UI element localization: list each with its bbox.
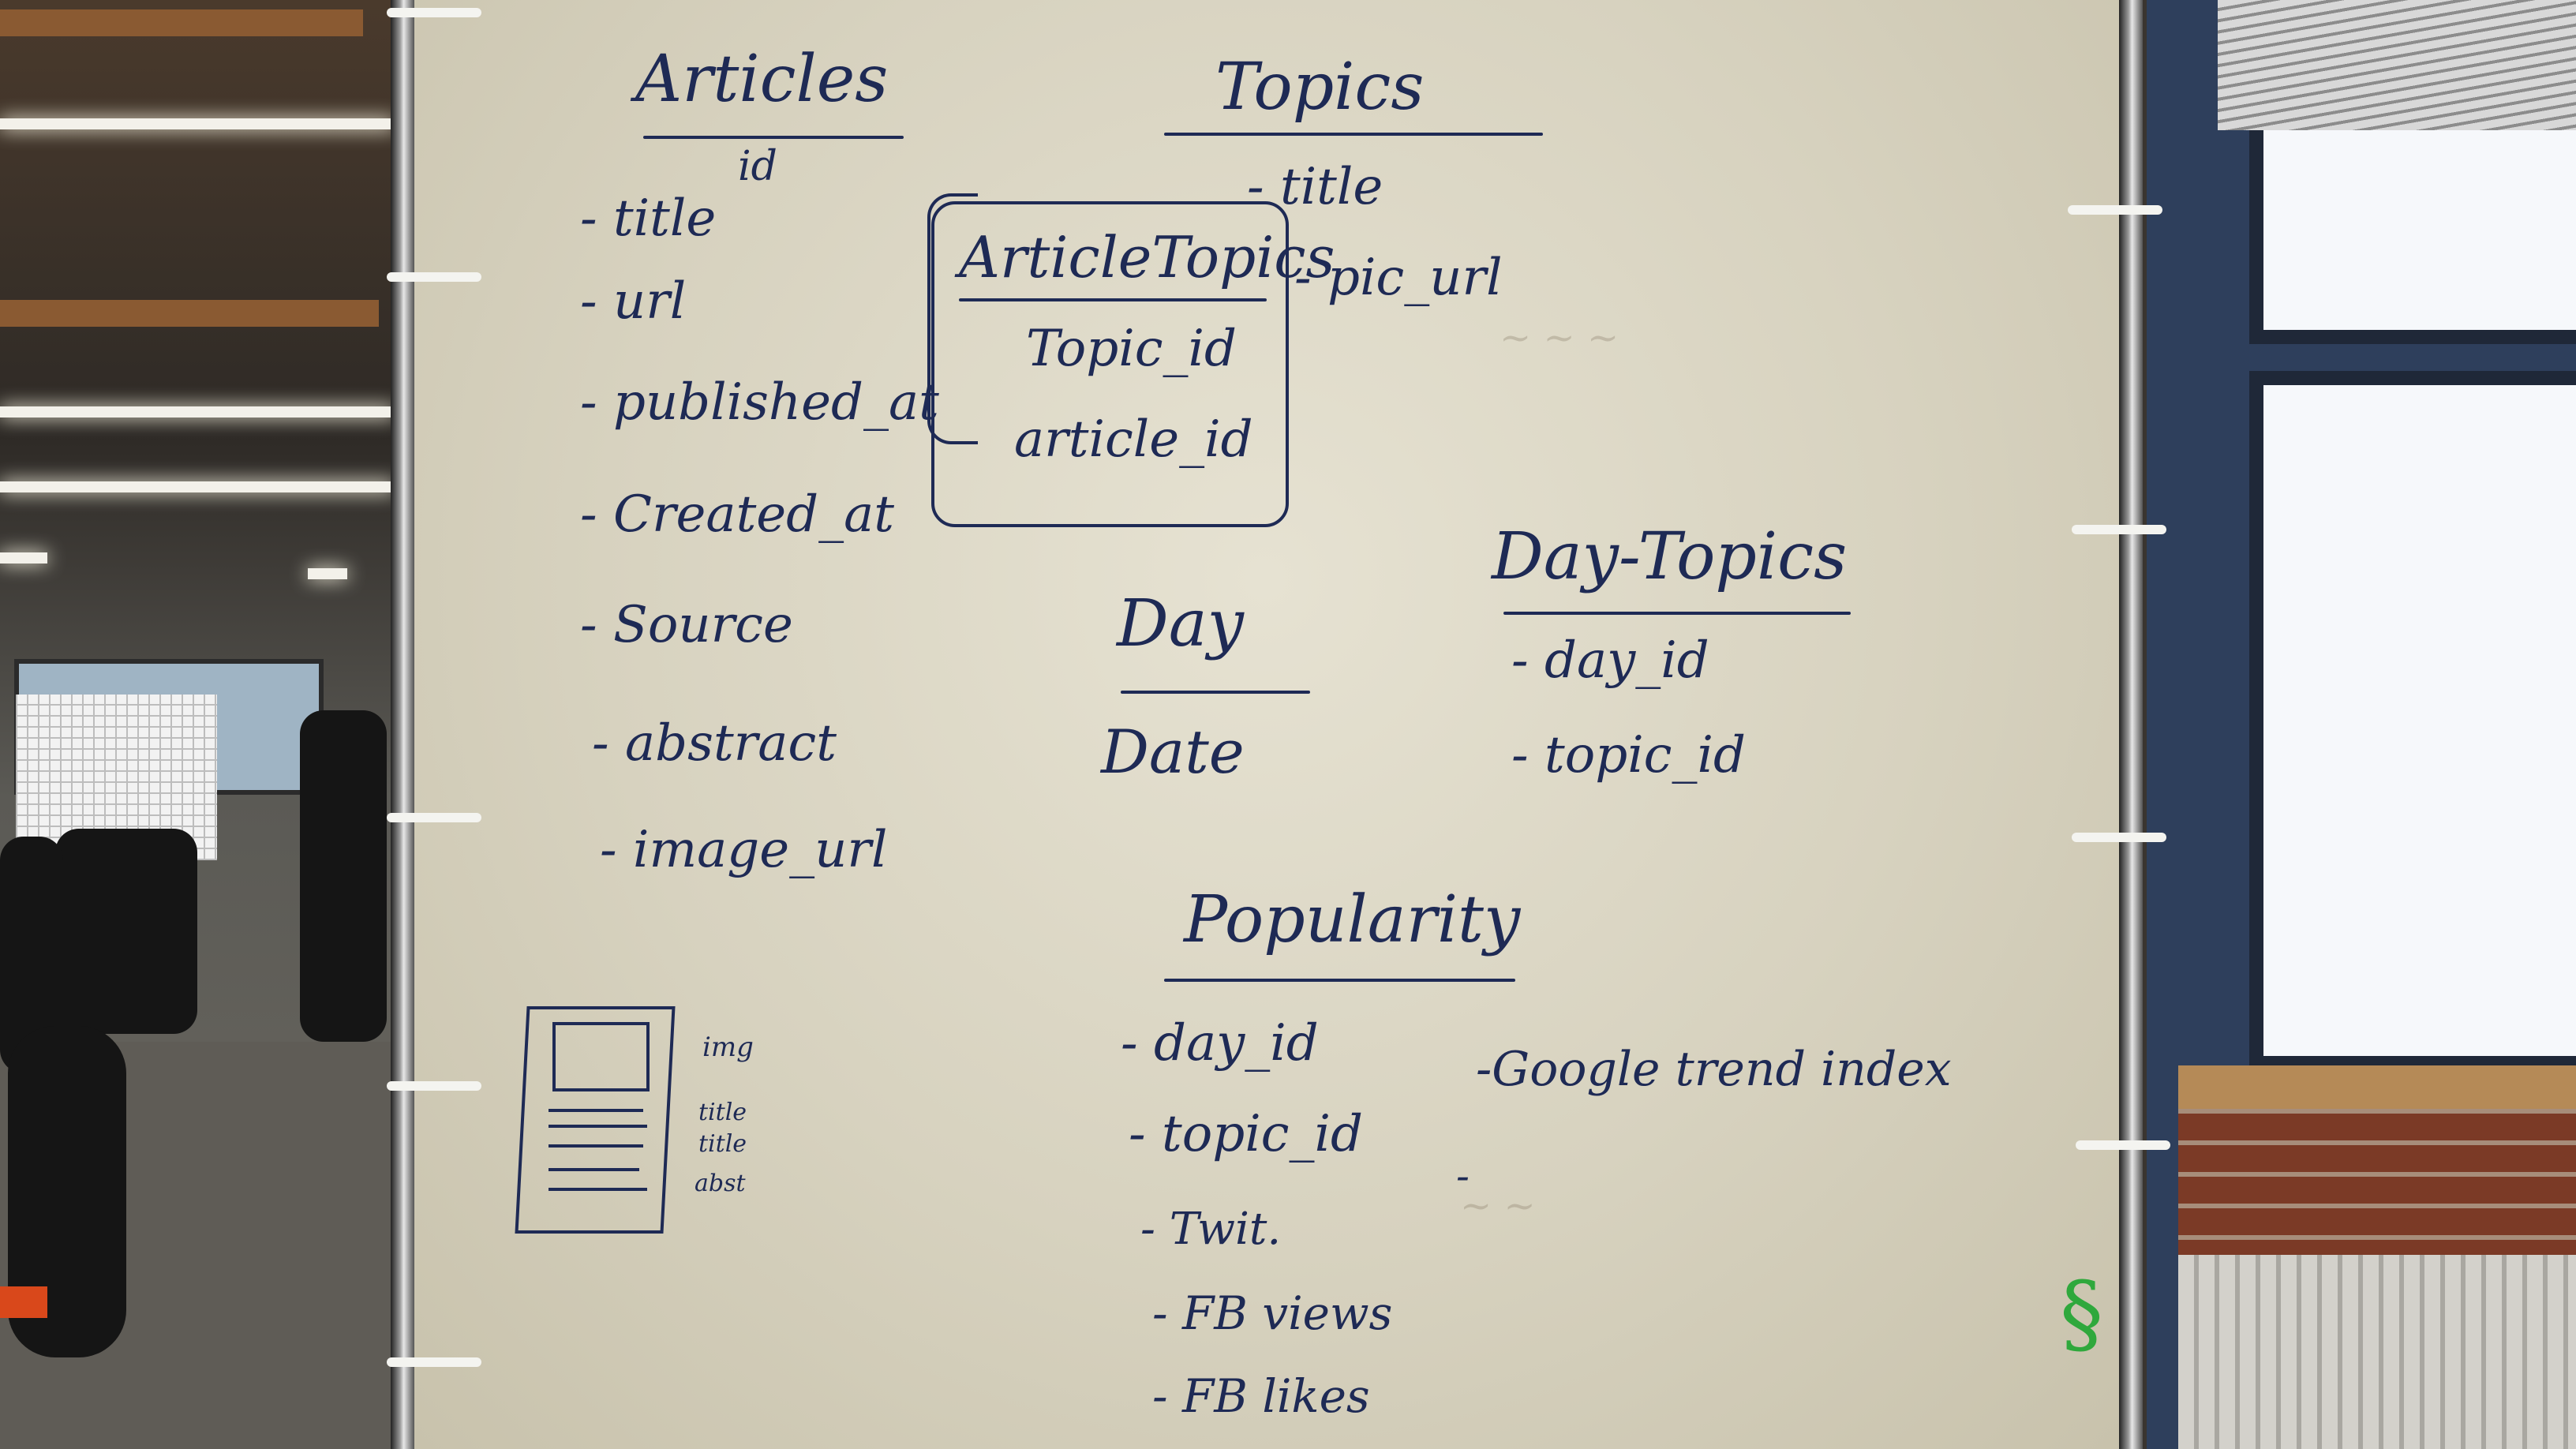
article-topics-field: Topic_id <box>1026 320 1237 378</box>
topics-underline <box>1164 133 1543 136</box>
day-underline <box>1121 691 1310 694</box>
topics-title: Topics <box>1215 50 1425 125</box>
office-chair <box>55 829 197 1034</box>
orange-object <box>0 1286 47 1318</box>
sketch-line <box>549 1168 639 1171</box>
articles-title: Articles <box>635 42 889 117</box>
popularity-field: - FB likes <box>1152 1369 1370 1423</box>
day-topics-field: - day_id <box>1511 631 1709 690</box>
ceiling-beam <box>0 300 379 327</box>
sketch-label: img <box>702 1032 754 1063</box>
whiteboard-binder-clip-icon <box>2072 525 2166 534</box>
sketch-line <box>549 1144 643 1148</box>
window-blinds <box>2218 0 2576 130</box>
whiteboard-left-pole <box>391 0 414 1449</box>
whiteboard-binder-clip-icon <box>2076 1140 2170 1150</box>
whiteboard-binder-clip-icon <box>387 1357 481 1367</box>
sketch-line <box>549 1125 647 1128</box>
popularity-title: Popularity <box>1184 882 1521 957</box>
erased-writing: ~ ~ <box>1460 1184 1536 1228</box>
whiteboard-right-pole <box>2119 0 2143 1449</box>
ceiling-light <box>0 118 395 129</box>
whiteboard-binder-clip-icon <box>387 1081 481 1091</box>
sketch-line <box>549 1109 643 1112</box>
article-topics-bracket <box>927 193 978 444</box>
popularity-underline <box>1164 979 1515 982</box>
articles-field: - image_url <box>600 821 888 879</box>
person-silhouette <box>300 710 387 1042</box>
brick-wall <box>2178 1109 2576 1267</box>
whiteboard <box>410 0 2124 1449</box>
topics-field: - pic_url <box>1294 249 1503 307</box>
sketch-label: abst <box>695 1170 746 1197</box>
day-topics-field: - topic_id <box>1511 726 1746 784</box>
day-title: Day <box>1117 586 1244 661</box>
popularity-side-note: -Google trend index <box>1476 1042 1952 1097</box>
window-pane <box>2249 371 2576 1070</box>
articles-field: - Created_at <box>580 485 894 544</box>
articles-field: - Source <box>580 596 793 654</box>
popularity-dash: - <box>1456 1153 1470 1199</box>
sketch-line <box>549 1188 647 1191</box>
articles-underline <box>643 136 904 139</box>
ceiling-light <box>0 552 47 564</box>
articles-field: - title <box>580 189 717 248</box>
articles-field: id <box>738 143 777 190</box>
whiteboard-binder-clip-icon <box>2068 205 2162 215</box>
article-topics-field: article_id <box>1014 410 1253 469</box>
article-topics-underline <box>959 298 1267 301</box>
whiteboard-binder-clip-icon <box>387 8 481 17</box>
articles-field: - published_at <box>580 373 939 432</box>
popularity-field: - FB views <box>1152 1286 1393 1340</box>
whiteboard-binder-clip-icon <box>2072 833 2166 842</box>
day-topics-underline <box>1503 612 1851 615</box>
article-topics-box <box>931 201 1289 527</box>
articles-field: - abstract <box>592 714 837 773</box>
popularity-field: - Twit. <box>1140 1204 1282 1255</box>
green-squiggle-icon: § <box>2060 1263 2103 1364</box>
whiteboard-binder-clip-icon <box>387 813 481 822</box>
sketch-image <box>552 1022 650 1091</box>
whiteboard-binder-clip-icon <box>387 272 481 282</box>
erased-writing: ~ ~ ~ <box>1500 316 1619 360</box>
ceiling-light <box>0 406 395 417</box>
article-topics-title: ArticleTopics <box>959 224 1335 290</box>
popularity-field: - day_id <box>1121 1014 1319 1073</box>
ceiling-light <box>0 481 395 492</box>
sketch-label: title <box>698 1099 747 1126</box>
day-field: Date <box>1101 717 1245 787</box>
window-sill <box>2178 1065 2576 1113</box>
sketch-label: title <box>698 1130 747 1158</box>
articles-field: - url <box>580 272 687 331</box>
ceiling-light <box>308 568 347 579</box>
ceiling-beam <box>0 9 363 36</box>
day-topics-title: Day-Topics <box>1492 519 1848 594</box>
radiator <box>2178 1255 2576 1449</box>
popularity-field: - topic_id <box>1129 1105 1363 1163</box>
